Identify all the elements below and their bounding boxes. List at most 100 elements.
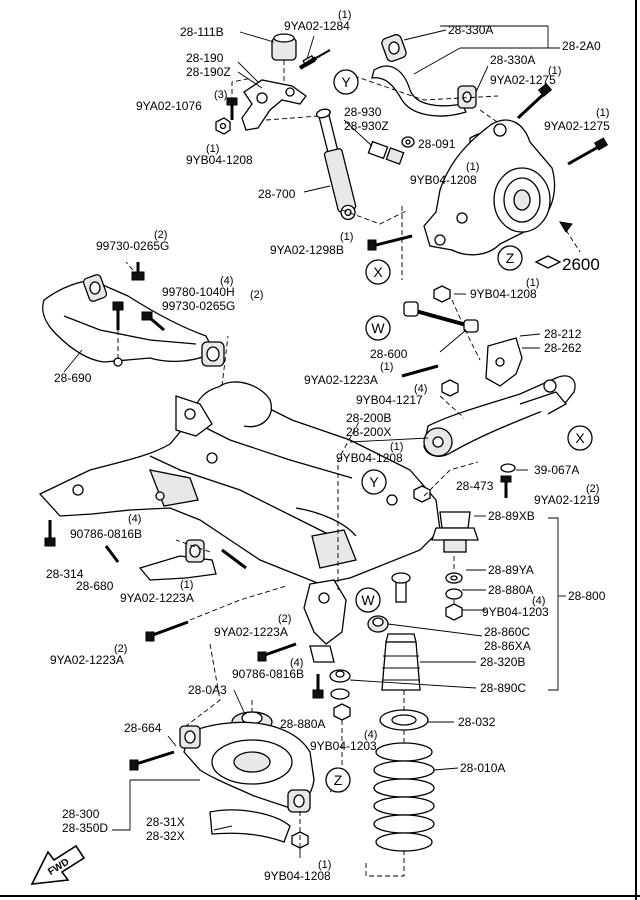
- callout-Z-top-letter: Z: [506, 250, 515, 266]
- label-90786-0816B-b: 90786-0816B: [232, 667, 304, 681]
- label-28-0A3: 28-0A3: [188, 683, 227, 697]
- washer-28-880A-b: [330, 688, 350, 700]
- qty-9YA02-1284: (1): [338, 9, 351, 21]
- spring-seat-28-032: [379, 709, 429, 731]
- label-28-111B: 28-111B: [180, 25, 224, 39]
- label-9YA02-1223A-c: 9YA02-1223A: [50, 653, 124, 667]
- label-9YB04-1208-a: 9YB04-1208: [186, 153, 253, 167]
- qty-9YB04-1208-a: (1): [206, 143, 219, 155]
- qty-9YA02-1223A-d: (2): [278, 613, 291, 625]
- mount-28-860C: [367, 615, 389, 633]
- qty-9YA02-1076: (3): [214, 89, 227, 101]
- qty-90786-0816B-a: (4): [128, 513, 141, 525]
- bolt-9YA02-1284: [298, 35, 331, 70]
- crossmember: [38, 381, 441, 585]
- nut-9YB04-1203-a: [445, 603, 463, 621]
- label-9YB04-1217: 9YB04-1217: [356, 393, 423, 407]
- label-9YA02-1223A-a: 9YA02-1223A: [304, 373, 378, 387]
- label-99730-0265G-a: 99730-0265G: [96, 239, 169, 253]
- label-9YB04-1208-d: 9YB04-1208: [336, 451, 403, 465]
- label-28-091: 28-091: [418, 137, 456, 151]
- protector-28-31X: [209, 809, 291, 843]
- washer-28-880A-a: [445, 588, 463, 600]
- knuckle-lower-bracket: [303, 579, 347, 663]
- upper-arm-28-690: [42, 274, 225, 373]
- label-28-930Z: 28-930Z: [344, 119, 389, 133]
- callout-Z-bottom-letter: Z: [334, 772, 343, 788]
- bolt-9YA02-1223A-d: [257, 642, 297, 662]
- nut-9YB04-1203-b: [333, 703, 351, 721]
- label-28-860C: 28-860C: [484, 625, 530, 639]
- fwd-arrow-icon: FWD: [30, 844, 86, 885]
- bolt-9YA02-1223A-c: [145, 620, 189, 642]
- label-28-200B: 28-200B: [346, 411, 391, 425]
- label-9YA02-1298B: 9YA02-1298B: [270, 243, 344, 257]
- label-28-473: 28-473: [456, 479, 494, 493]
- damper-top-rod: [391, 572, 411, 603]
- label-28-880A-a: 28-880A: [488, 583, 533, 597]
- qty-9YA02-1223A-c: (2): [114, 643, 127, 655]
- label-28-190: 28-190: [186, 51, 224, 65]
- shock-bracket-28-190: [237, 61, 307, 131]
- label-28-680: 28-680: [76, 579, 114, 593]
- qty-9YB04-1208-c: (1): [526, 277, 539, 289]
- callout-X-mid: X: [567, 425, 593, 451]
- washer-28-091: [401, 136, 415, 148]
- qty-90786-0816B-b: (4): [290, 657, 303, 669]
- bolt-90786-0816B-a: [44, 520, 56, 547]
- bolt-9YA02-1275-a: [516, 83, 553, 120]
- bushing-28-330A-a: [381, 29, 447, 62]
- callout-Y-mid: Y: [361, 469, 387, 495]
- qty-9YA02-1298B: (1): [340, 231, 353, 243]
- callout-W-top: W: [365, 315, 391, 341]
- label-28-690: 28-690: [54, 371, 92, 385]
- qty-9YA02-1223A-b: (1): [180, 579, 193, 591]
- qty-9YB04-1208-e: (1): [318, 859, 331, 871]
- callout-Z-bottom: Z: [325, 767, 351, 793]
- label-28-664: 28-664: [124, 721, 162, 735]
- label-28-032: 28-032: [458, 715, 496, 729]
- upper-arm-28-2A0: [371, 47, 560, 117]
- bushing-28-330A-b: [457, 65, 489, 109]
- label-9YA02-1219: 9YA02-1219: [534, 493, 600, 507]
- bolt-9YA02-1275-b: [567, 137, 609, 166]
- callout-X-mid-letter: X: [575, 430, 585, 446]
- label-90786-0816B-a: 90786-0816B: [70, 527, 142, 541]
- nut-9YB04-1217: [441, 379, 459, 397]
- label-28-200X: 28-200X: [346, 425, 391, 439]
- label-9YB04-1208-b: 9YB04-1208: [410, 173, 477, 187]
- qty-9YB04-1203-b: (4): [364, 729, 377, 741]
- callout-W-mid-letter: W: [361, 592, 375, 608]
- bushing-28-89YA: [445, 572, 463, 584]
- label-28-190Z: 28-190Z: [186, 65, 231, 79]
- label-28-31X: 28-31X: [146, 815, 185, 829]
- label-99780-1040H: 99780-1040H: [162, 285, 235, 299]
- bolt-28-314: [104, 545, 120, 563]
- label-9YA02-1076: 9YA02-1076: [136, 99, 202, 113]
- label-9YA02-1223A-b: 9YA02-1223A: [120, 591, 194, 605]
- callout-Y-mid-letter: Y: [369, 474, 379, 490]
- bolt-28-664: [129, 750, 175, 771]
- nut-9YB04-1208-c: [433, 285, 451, 303]
- label-28-89YA: 28-89YA: [488, 563, 534, 577]
- qty-99780-1040H: (4): [220, 275, 233, 287]
- dust-boot-28-320B: [381, 633, 421, 691]
- callout-X-top: X: [365, 259, 391, 285]
- qty-9YB04-1208-b: (1): [466, 161, 479, 173]
- label-9YB04-1208-e: 9YB04-1208: [264, 869, 331, 883]
- callout-Y-top: Y: [333, 69, 359, 95]
- bolt-99730-0265G-b: [141, 311, 165, 332]
- lateral-link-28-680: [138, 539, 217, 581]
- qty-99730-0265G-b: (2): [250, 289, 263, 301]
- label-39-067A: 39-067A: [534, 463, 579, 477]
- qty-9YA02-1223A-a: (1): [380, 361, 393, 373]
- label-28-262: 28-262: [544, 341, 582, 355]
- label-28-32X: 28-32X: [146, 829, 185, 843]
- label-28-930: 28-930: [344, 105, 382, 119]
- qty-9YB04-1208-d: (1): [390, 441, 403, 453]
- label-28-89XB: 28-89XB: [488, 509, 535, 523]
- qty-99730-0265G-a: (2): [154, 229, 167, 241]
- label-9YA02-1275-a: 9YA02-1275: [490, 73, 556, 87]
